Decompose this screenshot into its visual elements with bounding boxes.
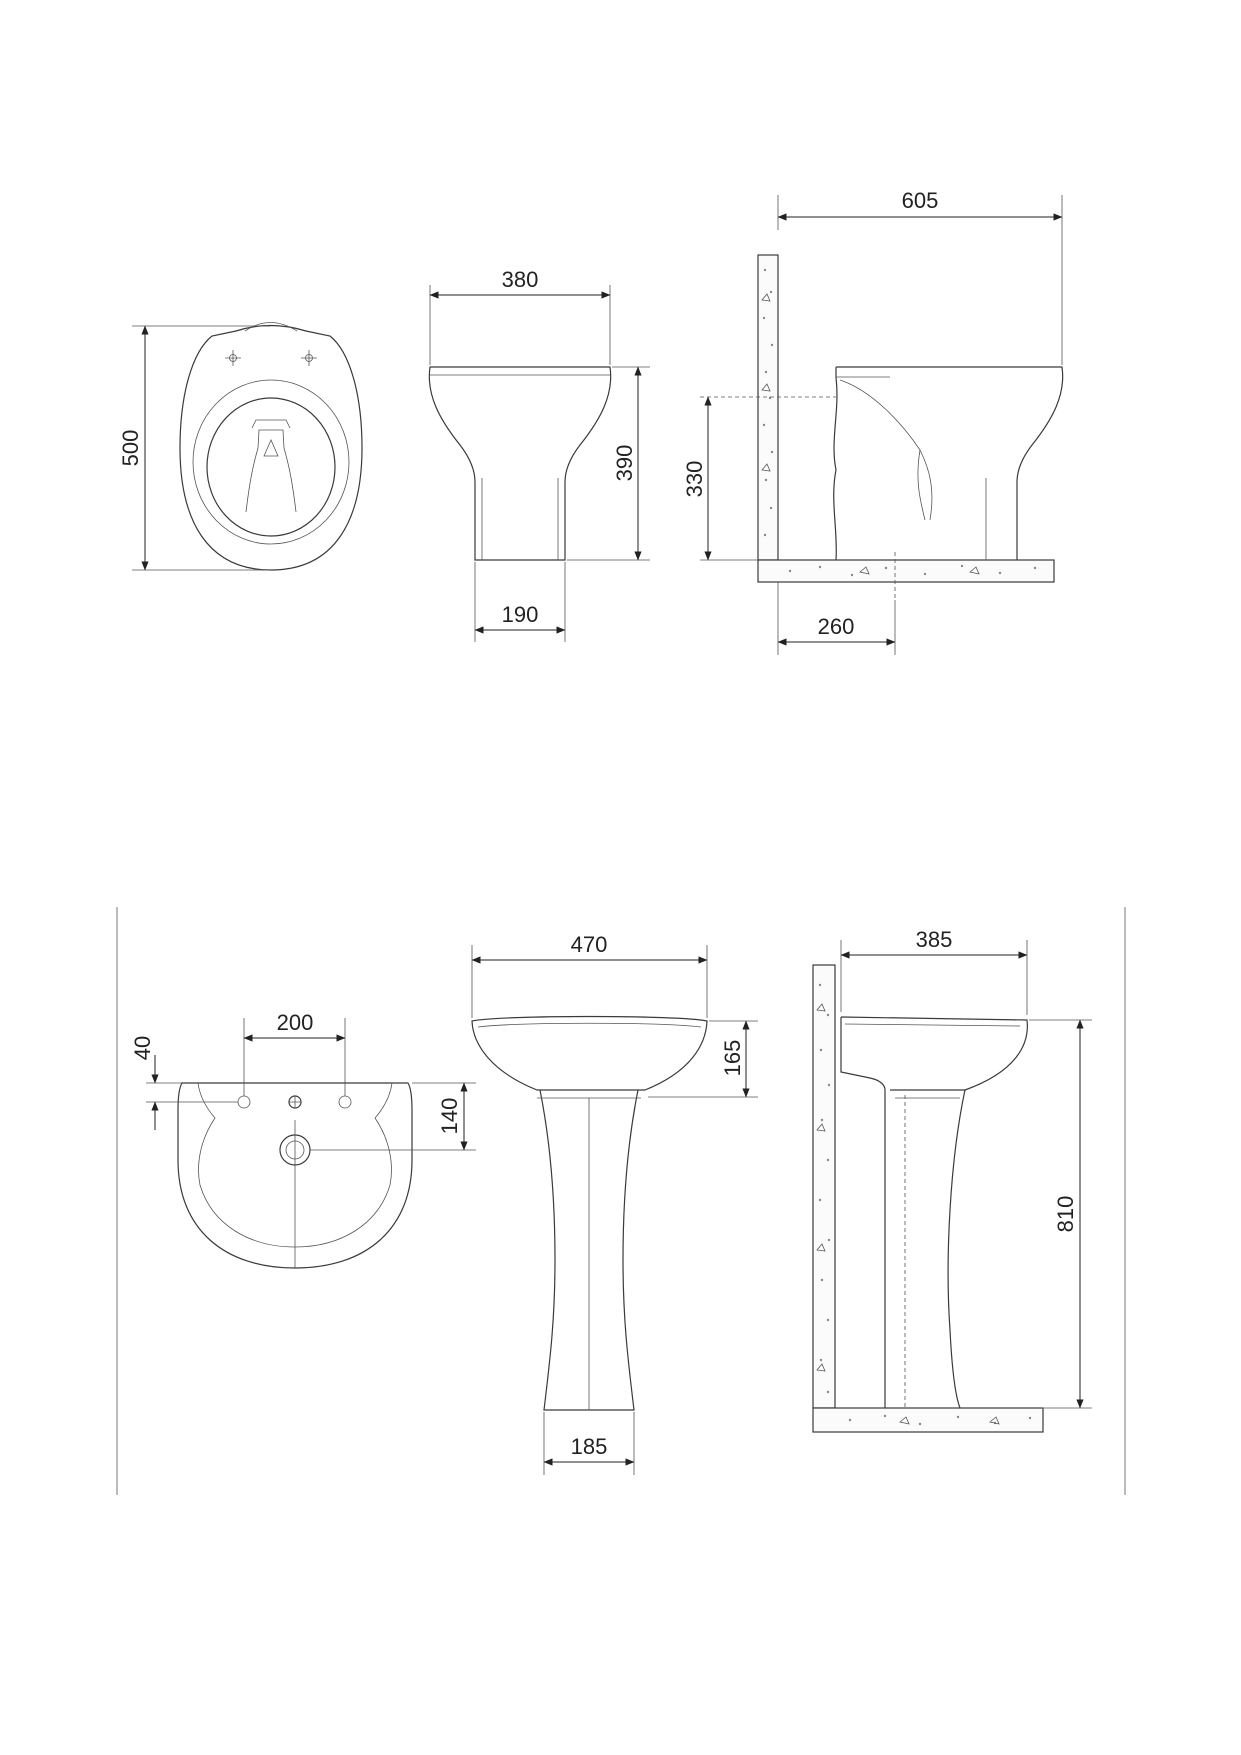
wc-top-view (179, 322, 363, 571)
basin-section-frame (116, 907, 1126, 1495)
floor-section (757, 559, 1055, 583)
wc-outlet-distance-label: 260 (818, 614, 855, 639)
basin-top-view (177, 1082, 413, 1269)
wc-side-dimensions: 605 330 260 (682, 188, 1063, 655)
basin-bowl-depth-label: 165 (720, 1040, 745, 1077)
basin-side-dimensions: 385 810 (840, 927, 1092, 1409)
basin-front-dimensions: 470 165 185 (471, 932, 758, 1475)
basin-tap-offset-label: 40 (130, 1036, 155, 1060)
basin-width-label: 470 (571, 932, 608, 957)
wc-base-width-label: 190 (502, 602, 539, 627)
basin-height-label: 810 (1053, 1196, 1078, 1233)
basin-floor-section (812, 1407, 1044, 1433)
wc-height-label: 390 (612, 445, 637, 482)
wc-length-label: 500 (118, 430, 143, 467)
wc-width-label: 380 (502, 267, 539, 292)
wc-side-view (700, 254, 1064, 600)
wc-depth-label: 605 (902, 188, 939, 213)
basin-pedestal-base-label: 185 (571, 1434, 608, 1459)
basin-depth-label: 385 (916, 927, 953, 952)
basin-front-view (471, 1015, 708, 1411)
basin-top-dimensions: 200 40 140 (130, 1010, 476, 1151)
wc-front-view (428, 366, 612, 561)
wc-front-dimensions: 380 390 190 (429, 267, 650, 642)
basin-tap-spacing-label: 200 (277, 1010, 314, 1035)
basin-wall-section (812, 964, 836, 1409)
wc-outlet-height-label: 330 (682, 461, 707, 498)
wc-top-length-dimension: 500 (118, 325, 271, 571)
basin-side-view (812, 964, 1044, 1433)
basin-waste-offset-label: 140 (437, 1098, 462, 1135)
